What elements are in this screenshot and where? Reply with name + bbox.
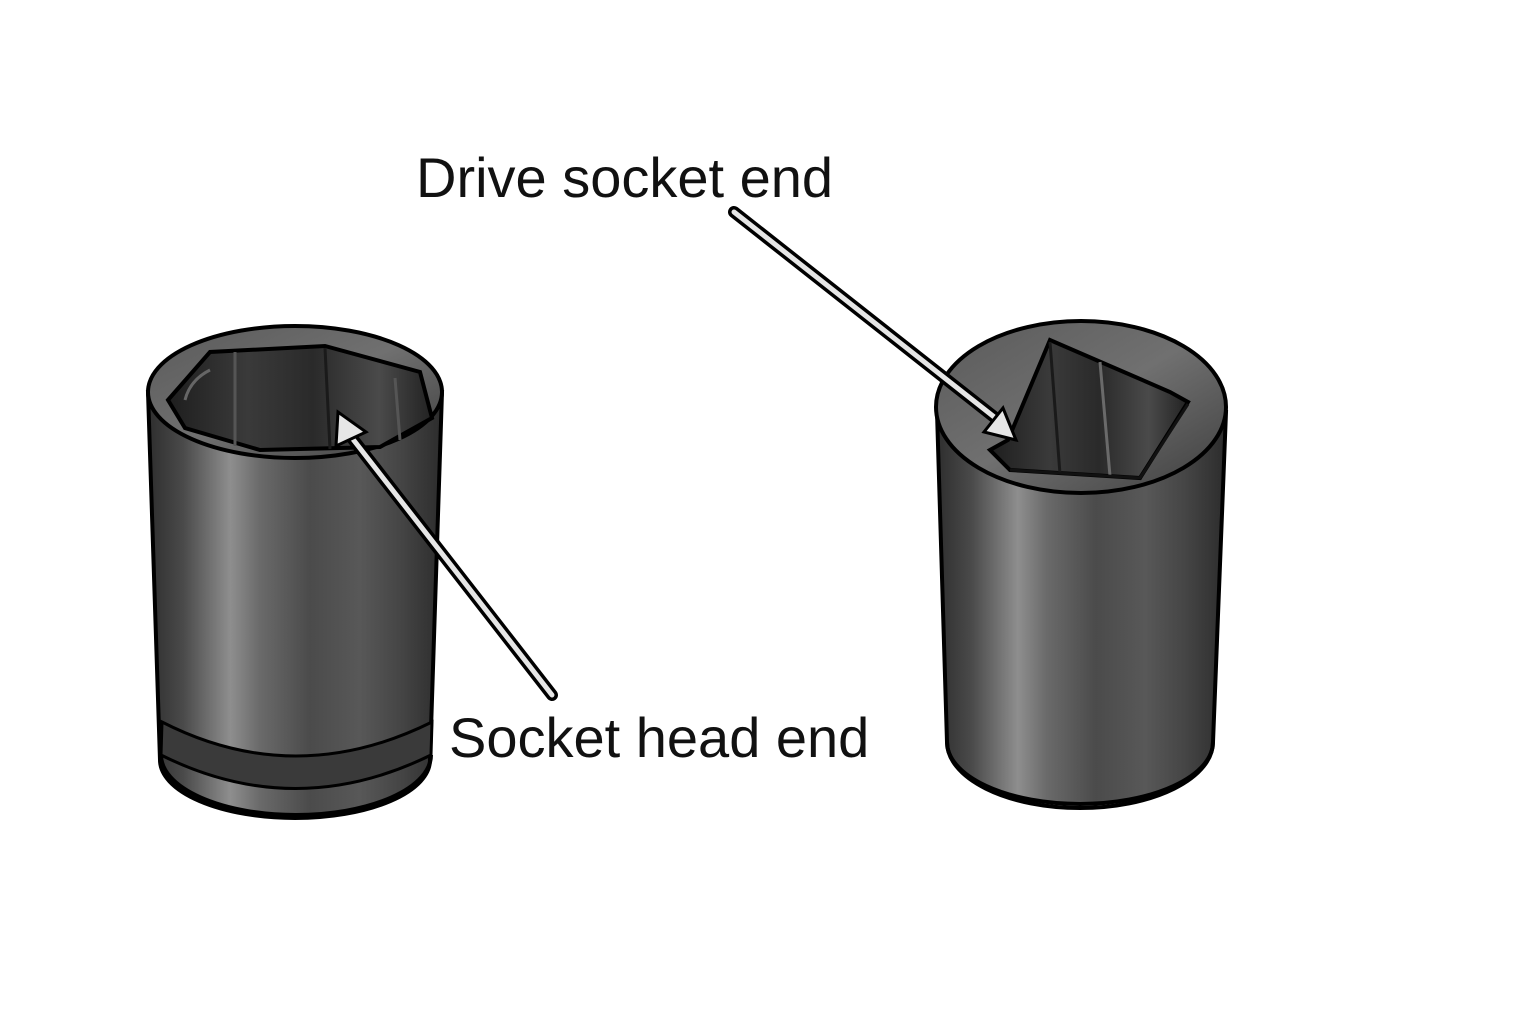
right-socket-bottom — [945, 741, 1215, 810]
drive-socket-end-label: Drive socket end — [416, 146, 834, 209]
socket-head-end-label: Socket head end — [449, 706, 870, 769]
left-socket-bottom — [159, 754, 433, 817]
left-socket-body — [145, 390, 445, 820]
socket-head-end-arrow — [334, 409, 558, 701]
socket-head-end-socket — [145, 324, 445, 820]
drive-socket-end-socket — [934, 319, 1229, 810]
drive-socket-end-arrow — [728, 206, 1019, 443]
